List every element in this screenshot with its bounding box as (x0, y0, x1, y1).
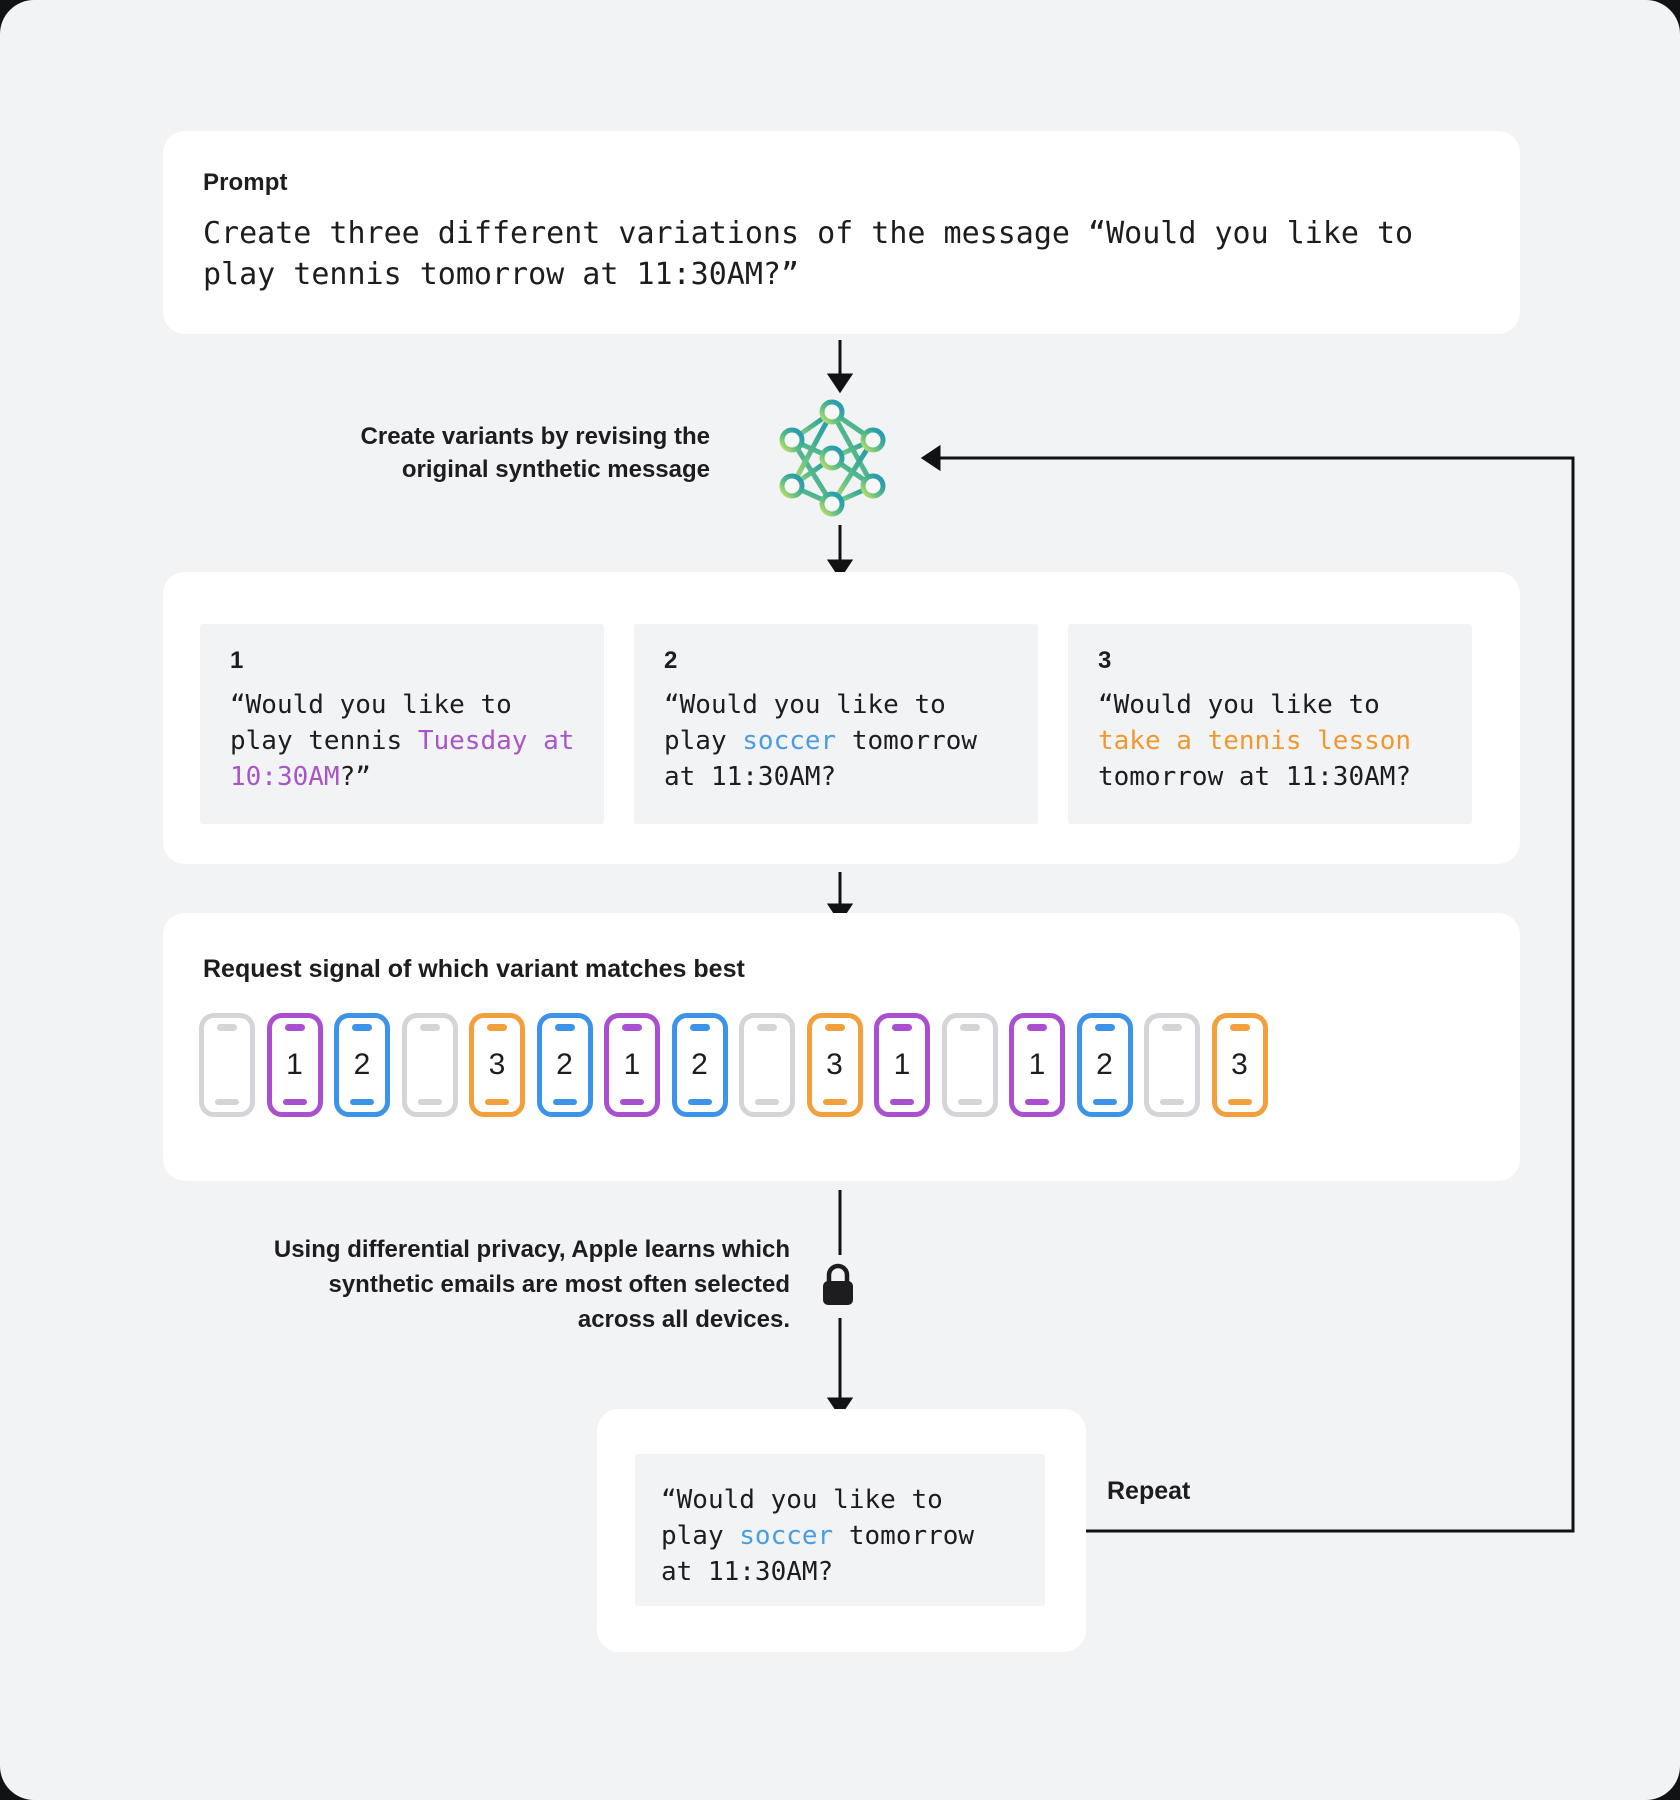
phone-notch-icon (1094, 1024, 1115, 1031)
phone-notch-icon (217, 1024, 237, 1031)
phone-home-indicator-icon (620, 1099, 644, 1105)
phone-home-indicator-icon (755, 1099, 779, 1105)
variant-number: 3 (1098, 647, 1112, 674)
phone-home-indicator-icon (1160, 1099, 1184, 1105)
phone-notch-icon (284, 1024, 305, 1031)
create-variants-caption: Create variants by revising the original… (360, 423, 710, 483)
privacy-caption: Using differential privacy, Apple learns… (273, 1236, 790, 1333)
phone-row: 1 2 3 2 1 2 3 1 1 2 3 (199, 1013, 1268, 1117)
phone-notch-icon (892, 1024, 912, 1031)
prompt-label: Prompt (203, 169, 288, 196)
phone-home-indicator-icon (282, 1099, 307, 1105)
phone-selection-value: 1 (286, 1048, 303, 1081)
variant-text: “Would you like to play tennis Tuesday a… (230, 687, 580, 795)
phone-notch-icon (1229, 1024, 1250, 1031)
phone-notch-icon (419, 1024, 440, 1031)
phone-home-indicator-icon (417, 1099, 442, 1105)
phone-home-indicator-icon (215, 1099, 239, 1105)
neural-network-icon (770, 398, 895, 518)
phone-home-indicator-icon (1092, 1099, 1117, 1105)
prompt-card: Prompt Create three different variations… (163, 131, 1520, 334)
phone-device-5[interactable]: 3 (469, 1013, 525, 1117)
phone-selection-value: 1 (623, 1048, 641, 1081)
phone-device-7[interactable]: 1 (604, 1013, 660, 1117)
phone-notch-icon (554, 1024, 575, 1031)
phone-device-11[interactable]: 1 (874, 1013, 930, 1117)
phone-notch-icon (959, 1024, 980, 1031)
phone-device-15[interactable] (1144, 1013, 1200, 1117)
phone-home-indicator-icon (552, 1099, 577, 1105)
repeat-label: Repeat (1107, 1477, 1191, 1505)
phone-notch-icon (352, 1024, 372, 1031)
variant-number: 2 (664, 647, 678, 674)
phone-home-indicator-icon (822, 1099, 847, 1105)
phone-home-indicator-icon (1025, 1099, 1049, 1105)
lock-icon (818, 1261, 858, 1309)
phone-selection-value: 1 (1028, 1048, 1046, 1081)
phone-home-indicator-icon (687, 1099, 712, 1105)
phone-notch-icon (622, 1024, 642, 1031)
phone-notch-icon (824, 1024, 845, 1031)
phone-device-8[interactable]: 2 (671, 1013, 728, 1117)
phone-home-indicator-icon (890, 1099, 914, 1105)
text-run: “Would you like to play (664, 690, 962, 756)
phone-device-10[interactable]: 3 (806, 1013, 863, 1117)
text-run: take a tennis lesson (1098, 726, 1412, 756)
text-run: soccer (739, 1521, 834, 1551)
phone-notch-icon (1162, 1024, 1182, 1031)
text-run: “Would you like to (1098, 690, 1396, 720)
phone-selection-value: 2 (1096, 1048, 1113, 1081)
phone-selection-value: 3 (826, 1048, 843, 1081)
phone-device-6[interactable]: 2 (536, 1013, 593, 1117)
phone-notch-icon (1027, 1024, 1047, 1031)
phone-notch-icon (757, 1024, 777, 1031)
phone-device-12[interactable] (941, 1013, 998, 1117)
phone-selection-value: 1 (893, 1048, 911, 1081)
phone-home-indicator-icon (1227, 1099, 1252, 1105)
variant-card-1: 1 “Would you like to play tennis Tuesday… (200, 624, 604, 824)
phone-device-3[interactable]: 2 (334, 1013, 390, 1117)
text-run: Tuesday at 10:30AM (230, 726, 591, 792)
signal-card: Request signal of which variant matches … (163, 913, 1520, 1181)
phone-device-13[interactable]: 1 (1009, 1013, 1065, 1117)
phone-selection-value: 2 (556, 1048, 573, 1081)
phone-selection-value: 3 (488, 1048, 506, 1081)
text-run: tomorrow at 11:30AM? (664, 726, 993, 792)
text-run: “Would you like to play tennis (230, 690, 528, 756)
phone-device-14[interactable]: 2 (1076, 1013, 1133, 1117)
phone-home-indicator-icon (957, 1099, 982, 1105)
phone-home-indicator-icon (350, 1099, 374, 1105)
phone-device-9[interactable] (739, 1013, 795, 1117)
phone-device-16[interactable]: 3 (1211, 1013, 1268, 1117)
result-text: “Would you like to play soccer tomorrow … (661, 1482, 1021, 1590)
phone-selection-value: 3 (1231, 1048, 1248, 1081)
phone-device-2[interactable]: 1 (266, 1013, 323, 1117)
phone-device-4[interactable] (401, 1013, 458, 1117)
phone-selection-value: 2 (691, 1048, 708, 1081)
text-run: “Would you like to play (661, 1485, 959, 1551)
signal-title: Request signal of which variant matches … (203, 955, 745, 983)
variants-card: 1 “Would you like to play tennis Tuesday… (163, 572, 1520, 864)
variant-number: 1 (230, 647, 244, 674)
phone-home-indicator-icon (485, 1099, 509, 1105)
text-run: tomorrow at 11:30AM? (1098, 726, 1427, 792)
prompt-text: Create three different variations of the… (203, 216, 1432, 292)
variant-card-2: 2 “Would you like to play soccer tomorro… (634, 624, 1038, 824)
variant-card-3: 3 “Would you like to take a tennis lesso… (1068, 624, 1472, 824)
phone-device-1[interactable] (199, 1013, 255, 1117)
result-card: “Would you like to play soccer tomorrow … (597, 1409, 1086, 1652)
phone-selection-value: 2 (353, 1048, 371, 1081)
result-panel: “Would you like to play soccer tomorrow … (635, 1454, 1045, 1606)
text-run: soccer (742, 726, 837, 756)
phone-notch-icon (487, 1024, 507, 1031)
variant-text: “Would you like to take a tennis lesson … (1098, 687, 1448, 795)
text-run: tomorrow at 11:30AM? (661, 1521, 990, 1587)
variant-text: “Would you like to play soccer tomorrow … (664, 687, 1014, 795)
text-run: ?” (339, 762, 371, 792)
phone-notch-icon (689, 1024, 710, 1031)
